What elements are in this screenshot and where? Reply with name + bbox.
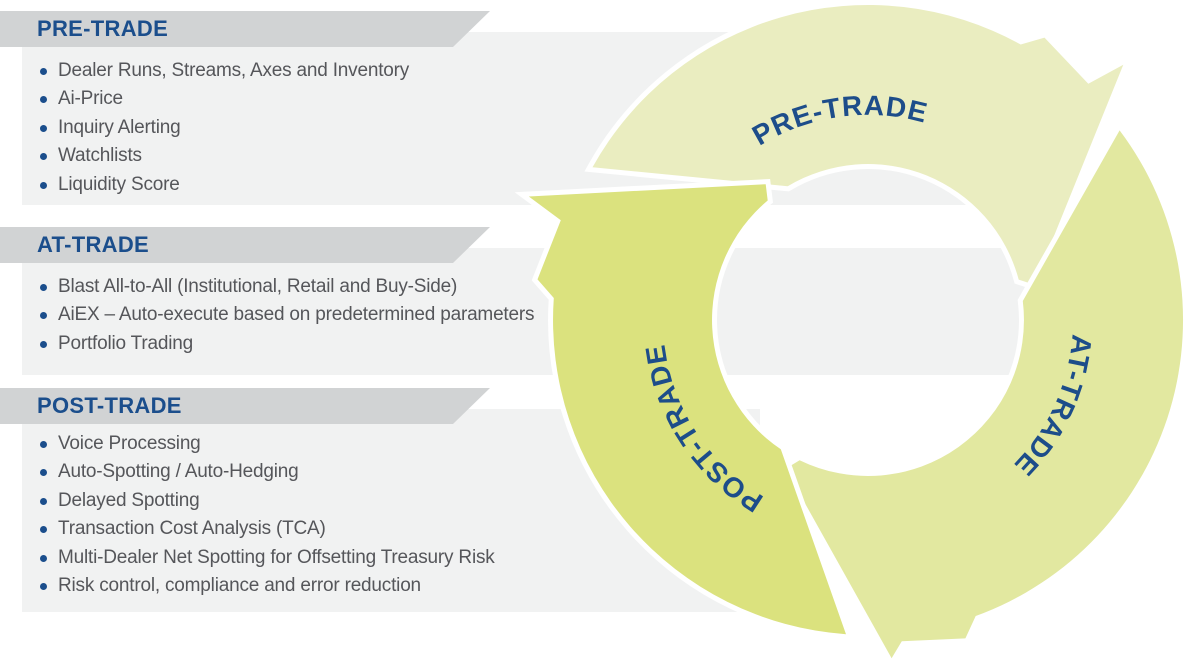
list-item-label: Blast All-to-All (Institutional, Retail … [58,276,458,297]
list-item-label: Delayed Spotting [58,489,200,511]
list-item: Watchlists [22,142,1005,170]
bullet-icon [40,181,47,189]
bullet-icon [40,284,47,291]
at-trade-arrow [778,121,1189,660]
list-item-label: Risk control, compliance and error reduc… [58,575,421,597]
bullet-icon [40,441,47,448]
post-trade-arrow [514,178,854,640]
list-item-label: Transaction Cost Analysis (TCA) [58,518,326,540]
list-item: Liquidity Score [22,171,1005,199]
section-header: PRE-TRADE [37,16,169,41]
bullet-icon [40,124,47,132]
list-item: Inquiry Alerting [22,114,1005,142]
list-item-label: Voice Processing [58,433,201,454]
at-trade-list: Blast All-to-All (Institutional, Retail … [22,248,1160,358]
bullet-icon [40,526,47,534]
list-item: Risk control, compliance and error reduc… [22,572,760,600]
list-item: Ai-Price [22,85,1005,113]
list-item: AiEX – Auto-execute based on predetermin… [22,301,1160,329]
list-item-label: AiEX – Auto-execute based on predetermin… [58,304,535,326]
bullet-icon [40,583,47,591]
bullet-icon [40,469,47,477]
bullet-icon [40,554,47,562]
bullet-icon [40,497,47,505]
list-item: Blast All-to-All (Institutional, Retail … [22,273,1160,301]
section-header: AT-TRADE [37,232,149,257]
list-item-label: Watchlists [58,145,142,167]
pre-trade-list: Dealer Runs, Streams, Axes and Inventory… [22,32,1005,199]
section-header: POST-TRADE [37,393,182,418]
list-item: Portfolio Trading [22,330,1160,358]
list-item: Multi-Dealer Net Spotting for Offsetting… [22,544,760,572]
list-item: Transaction Cost Analysis (TCA) [22,515,760,543]
bullet-icon [40,340,47,348]
bullet-icon [40,312,47,320]
list-item: Delayed Spotting [22,487,760,515]
list-item-label: Ai-Price [58,88,123,110]
list-item: Auto-Spotting / Auto-Hedging [22,458,760,486]
post-trade-list: Voice Processing Auto-Spotting / Auto-He… [22,409,760,600]
bullet-icon [40,153,47,161]
list-item: Dealer Runs, Streams, Axes and Inventory [22,57,1005,85]
bullet-icon [40,96,47,104]
list-item-label: Liquidity Score [58,173,180,195]
at-trade-banner: AT-TRADE [0,227,490,263]
pre-trade-arrow [584,0,1134,291]
list-item-label: Auto-Spotting / Auto-Hedging [58,461,299,483]
post-trade-banner: POST-TRADE [0,388,490,424]
pre-trade-banner: PRE-TRADE [0,11,490,47]
bullet-icon [40,68,47,75]
list-item-label: Dealer Runs, Streams, Axes and Inventory [58,60,410,81]
list-item-label: Portfolio Trading [58,332,193,354]
list-item-label: Multi-Dealer Net Spotting for Offsetting… [58,546,495,568]
list-item: Voice Processing [22,430,760,458]
list-item-label: Inquiry Alerting [58,116,181,138]
